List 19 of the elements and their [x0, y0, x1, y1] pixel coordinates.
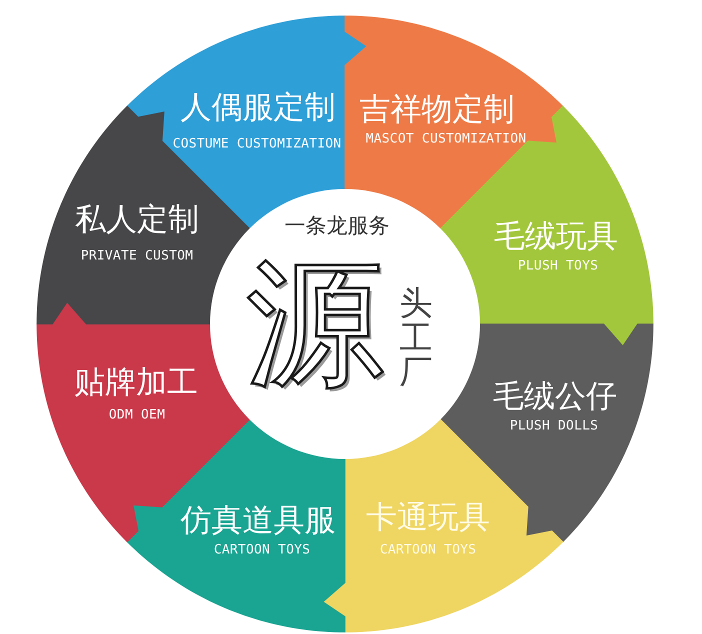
- segment-title: 仿真道具服: [180, 506, 336, 536]
- segment-subtitle: PLUSH TOYS: [518, 260, 598, 272]
- center-heading: 一条龙服务: [284, 216, 390, 236]
- segment-title: 毛绒玩具: [494, 222, 618, 252]
- segment-title: 毛绒公仔: [493, 382, 617, 412]
- segment-title: 私人定制: [75, 204, 199, 236]
- segment-subtitle: CARTOON TOYS: [214, 544, 310, 556]
- segment-subtitle: COSTUME CUSTOMIZATION: [172, 138, 342, 150]
- segment-title: 贴牌加工: [74, 368, 198, 398]
- large-character: 源: [246, 255, 384, 393]
- segment-subtitle: PLUSH DOLLS: [510, 420, 598, 432]
- segment-title: 吉祥物定制: [360, 94, 514, 126]
- segment-subtitle: ODM OEM: [108, 408, 166, 422]
- segment-subtitle: MASCOT CUSTOMIZATION: [366, 132, 526, 146]
- segment-subtitle: PRIVATE CUSTOM: [80, 250, 194, 262]
- segment-title: 人偶服定制: [180, 92, 336, 124]
- segment-subtitle: CARTOON TOYS: [380, 544, 476, 556]
- segment-title: 卡通玩具: [366, 502, 490, 534]
- vertical-text: 头工厂: [400, 286, 432, 390]
